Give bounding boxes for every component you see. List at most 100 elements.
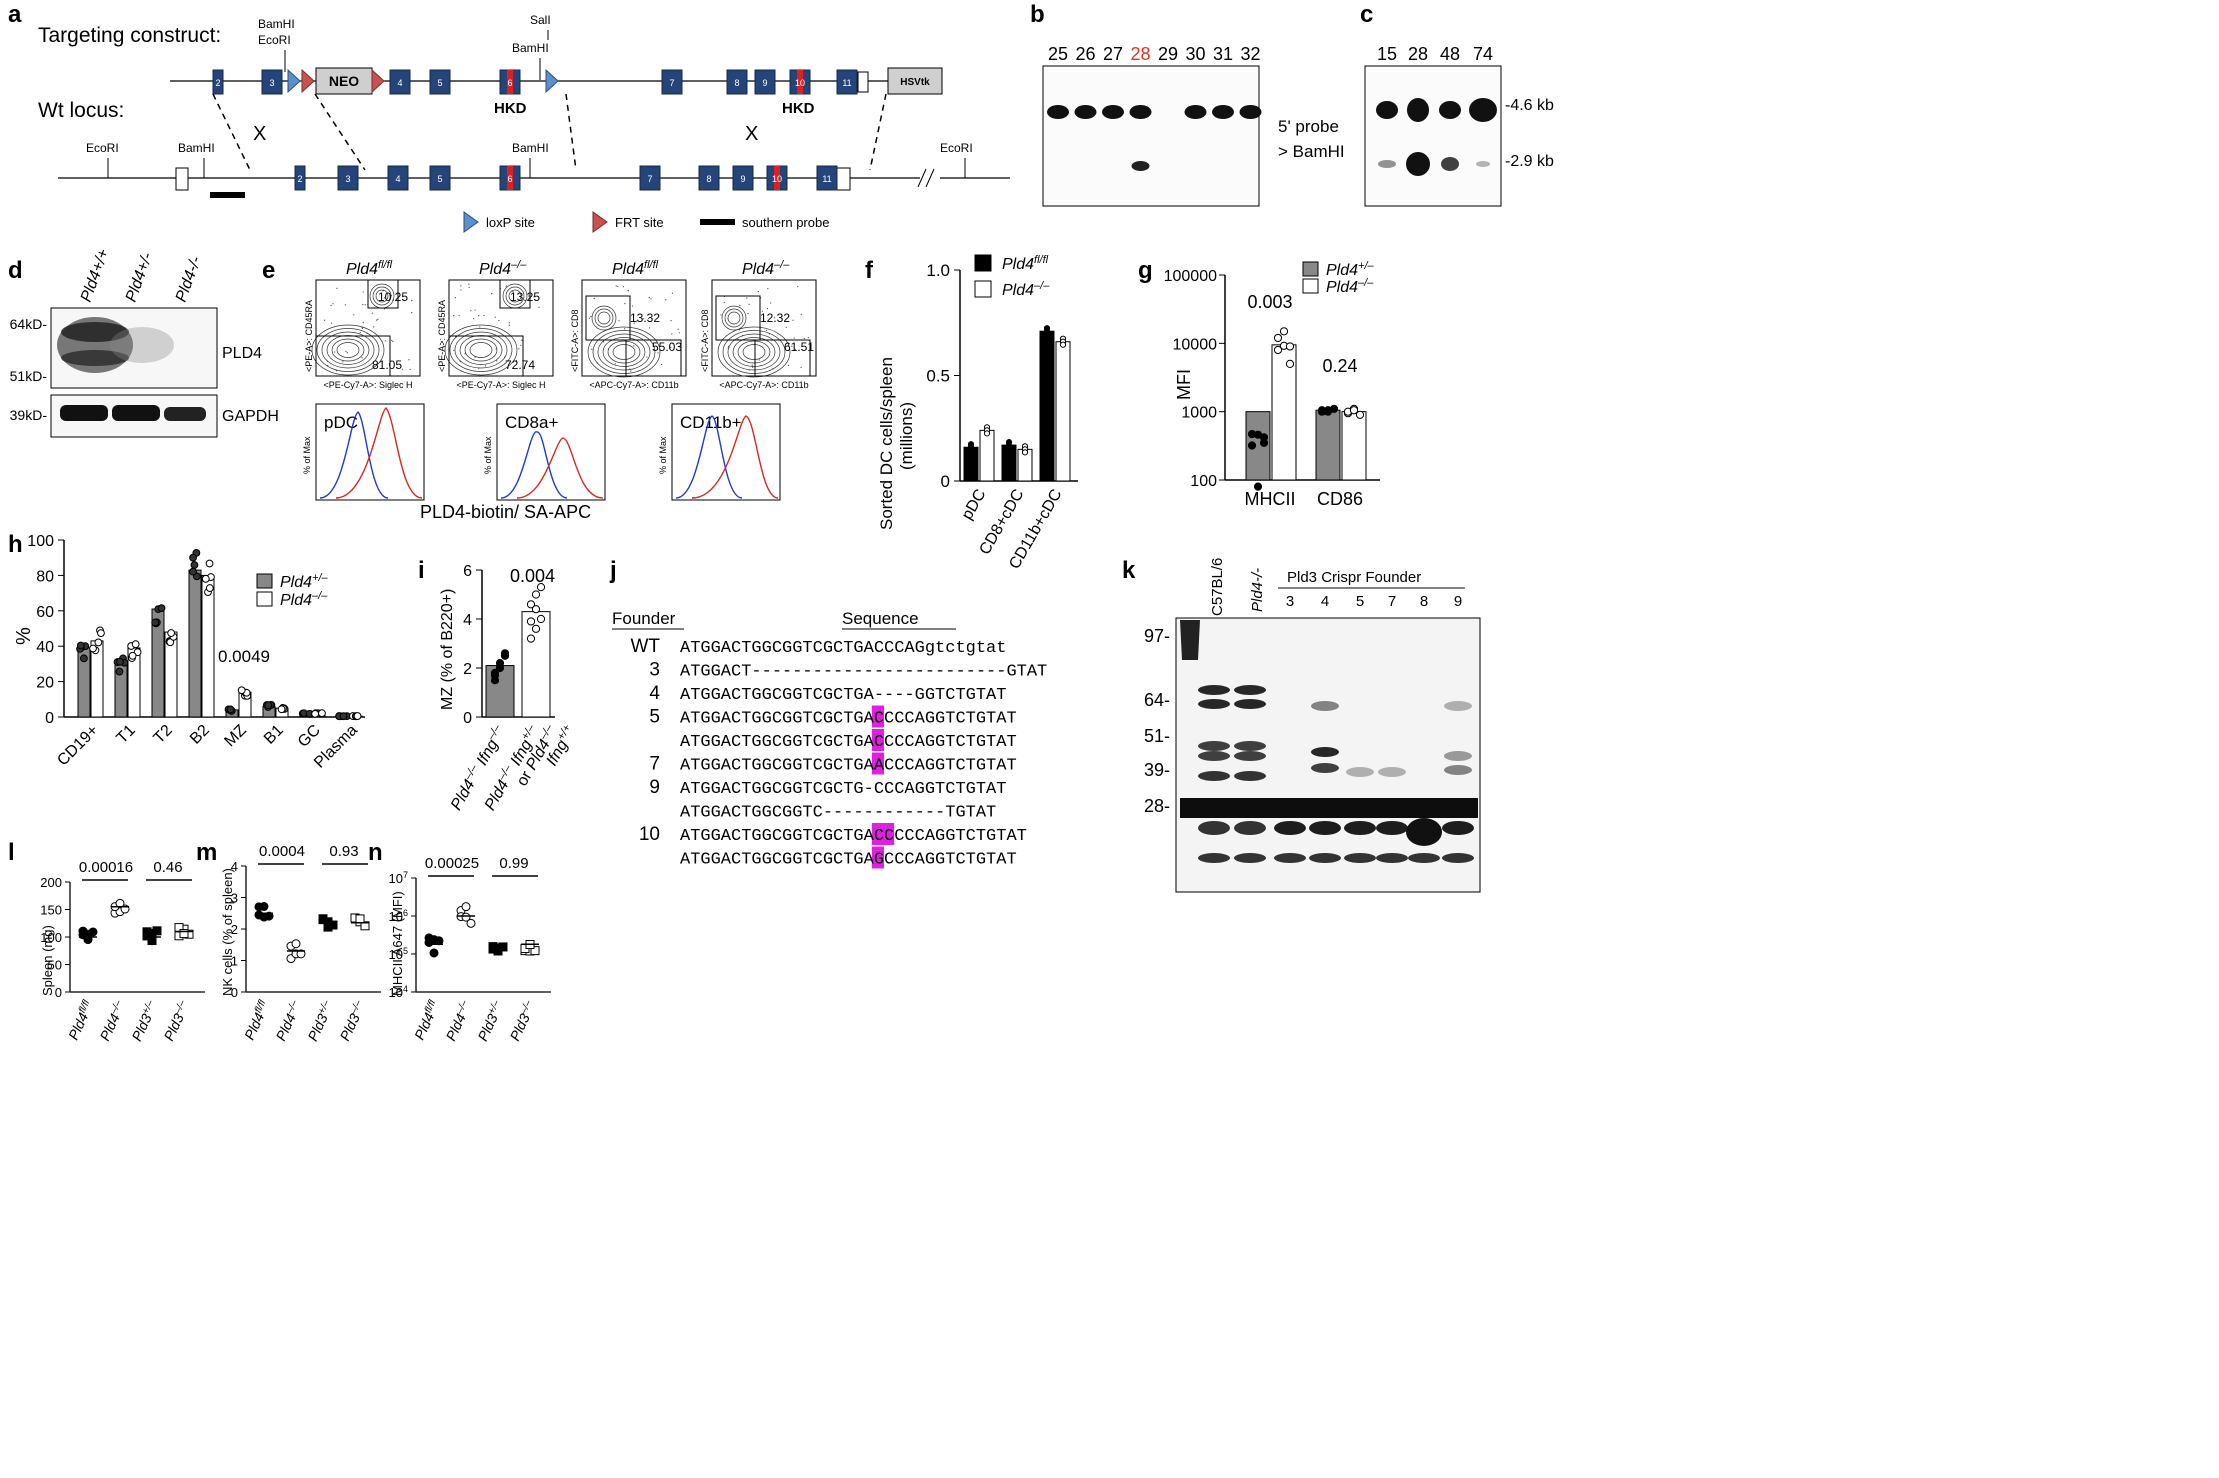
band (1234, 685, 1266, 695)
exon-wt-11: 11 (816, 165, 838, 191)
exon-top-2: 2 (212, 69, 224, 95)
exon-number: 6 (507, 78, 512, 88)
size-2-9kb: -2.9 kb (1505, 153, 1554, 170)
p-value: 0.0004 (259, 843, 305, 860)
band (1198, 853, 1230, 863)
histogram-title: CD11b+ (680, 413, 742, 432)
x-tick-label: Pld3–/– (336, 998, 369, 1043)
ecori-label-right: EcoRI (940, 141, 973, 155)
founder-header: Founder (612, 609, 676, 628)
lane-label-c: 15 (1377, 44, 1397, 64)
panel-letter-d: d (8, 257, 23, 284)
marker-51kd: 51kD- (10, 368, 48, 384)
y-axis-label: Spleen (mg) (40, 925, 55, 996)
edit-highlight (871, 752, 884, 775)
x-tick-label: Pld4–/– (442, 998, 475, 1043)
data-point (490, 668, 500, 678)
hsvtk-cassette (887, 67, 943, 95)
lane-label-b: 31 (1213, 44, 1233, 64)
founder-lane-label: 3 (1286, 593, 1294, 610)
y-axis-label: MHCII A647 (MFI) (390, 891, 405, 996)
data-point (94, 638, 103, 647)
data-point (466, 918, 476, 928)
data-point (97, 629, 105, 637)
band (1378, 767, 1406, 777)
data-point (490, 676, 500, 685)
band (1344, 853, 1376, 863)
gate-value-lower: 61.51 (784, 340, 814, 354)
bar (485, 665, 515, 718)
exon-number: 5 (437, 78, 442, 88)
gate-value-lower: 72.74 (505, 358, 535, 372)
panel-letter-h: h (8, 531, 23, 558)
data-point (360, 921, 370, 931)
legend-loxp-icon (463, 211, 479, 233)
genotype-het: Pld4+/- (123, 250, 156, 304)
data-point (1273, 345, 1283, 355)
legend-loxp-label: loxP site (486, 215, 535, 230)
bamhi-label-top: BamHI (258, 17, 295, 31)
loxp-site-marker (287, 68, 301, 94)
data-point (1253, 482, 1263, 491)
gate-value-upper: 13.32 (630, 311, 660, 325)
x-tick-label: T1 (114, 722, 139, 747)
band (1198, 751, 1230, 761)
exon-number: 10 (772, 174, 782, 184)
flow-x-axis: <APC-Cy7-A>: CD11b (589, 380, 678, 390)
panel-letter-j: j (609, 557, 617, 584)
y-tick-label: 3 (231, 891, 238, 906)
band (1234, 853, 1266, 863)
marker-label: 28- (1144, 796, 1170, 816)
exon-number: 6 (507, 174, 512, 184)
panel-letter-e: e (262, 257, 275, 284)
data-point (190, 561, 199, 569)
flow-genotype: Pld4fl/fl (346, 259, 393, 278)
exon-number: 7 (669, 78, 674, 88)
band (1309, 821, 1341, 835)
data-point (259, 901, 269, 911)
utr-box-left (175, 167, 189, 191)
y-axis-label-unit: (millions) (897, 402, 916, 470)
lane-label-c: 48 (1440, 44, 1460, 64)
data-point (531, 605, 541, 614)
legend-label: Pld4+/– (280, 572, 329, 591)
wt-locus-label: Wt locus: (38, 99, 124, 122)
panel-letter-i: i (418, 557, 425, 584)
frt-site-marker (301, 68, 315, 94)
exon-top-6: 6 (499, 69, 521, 95)
sequence-text: ATGGACTGGCGGTCGCTGACCCAGgtctgtat (680, 639, 1006, 658)
exon-number: 4 (397, 78, 402, 88)
band (1311, 701, 1339, 711)
edit-highlight (871, 729, 884, 751)
y-tick-label: 1000 (1181, 405, 1217, 422)
exon-number: 7 (647, 174, 652, 184)
panel-letter-f: f (865, 257, 874, 284)
flow-genotype: Pld4–/– (742, 259, 790, 278)
band (1234, 741, 1266, 751)
band (1444, 765, 1472, 775)
data-point (147, 936, 157, 946)
legend-label: Pld4fl/fl (1002, 254, 1049, 273)
bamhi-label-mid: BamHI (512, 41, 549, 55)
band (1198, 699, 1230, 709)
band-2-9kb (1476, 161, 1490, 167)
x-tick-label: Pld4fl/fl (65, 998, 98, 1043)
founder-lane-label: 4 (1321, 593, 1329, 610)
flow-x-axis: <PE-Cy7-A>: Siglec H (456, 380, 545, 390)
lane-label-b: 29 (1158, 44, 1178, 64)
band-4-6kb (1184, 105, 1207, 119)
bar (1039, 330, 1055, 482)
x-tick-label: Pld3+/– (128, 998, 161, 1044)
data-point (142, 927, 152, 937)
exon-number: 11 (822, 174, 831, 184)
